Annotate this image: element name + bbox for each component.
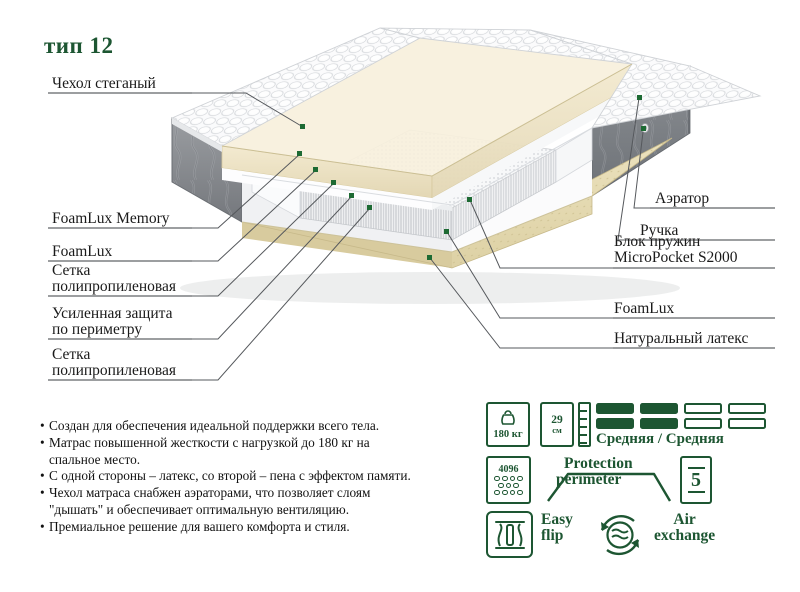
- label-mesh-bottom: Сетка полипропиленовая: [52, 346, 177, 380]
- bullet-dot-icon: •: [40, 468, 45, 484]
- firmness-bar: [640, 418, 678, 429]
- mattress-cutaway-illustration: [48, 27, 775, 381]
- feature-bullet-list: • Создан для обеспечения идеальной подде…: [40, 418, 460, 536]
- protection-perimeter-badge: Protection perimeter: [542, 455, 674, 504]
- list-item: • Чехол матраса снабжен аэраторами, что …: [40, 485, 371, 518]
- ruler-icon: [578, 402, 591, 447]
- label-foamlux-memory: FoamLux Memory: [52, 210, 170, 227]
- leader-lines-left: [192, 92, 371, 381]
- height-badge: 29 см: [540, 402, 574, 447]
- firmness-bar: [684, 403, 722, 414]
- page-title: тип 12: [44, 33, 114, 58]
- bullet-dot-icon: •: [40, 434, 45, 450]
- spec-icon-panel: 180 кг 29 см Средняя / Средняя 4096: [484, 398, 784, 573]
- firmness-bars: [596, 403, 768, 433]
- leader-lines-right: [429, 97, 650, 349]
- leader-dots-right: [427, 95, 646, 260]
- label-spring-block: Блок пружин MicroPocket S2000: [614, 233, 738, 267]
- list-item: • Матрас повышенной жесткости с нагрузко…: [40, 434, 370, 467]
- list-item: • Создан для обеспечения идеальной подде…: [40, 418, 380, 433]
- max-load-badge: 180 кг: [486, 402, 530, 447]
- easy-flip-badge: [486, 511, 533, 558]
- list-item: • С одной стороны – латекс, со второй – …: [40, 468, 411, 484]
- springs-icon: [494, 475, 523, 496]
- weight-icon: [501, 410, 515, 426]
- label-cover: Чехол стеганый: [52, 75, 156, 92]
- air-exchange-label: Air exchange: [654, 511, 716, 544]
- label-foamlux-left: FoamLux: [52, 243, 113, 260]
- bullet-dot-icon: •: [40, 518, 45, 534]
- label-foamlux-right: FoamLux: [614, 300, 675, 317]
- layer-line-icon: [687, 490, 705, 493]
- max-load-value: 180 кг: [493, 429, 523, 441]
- label-aerator: Аэратор: [655, 190, 710, 207]
- label-mesh-top: Сетка полипропиленовая: [52, 262, 177, 296]
- firmness-bar: [596, 403, 634, 414]
- perimeter-trapezoid-icon: [547, 472, 672, 502]
- firmness-bar: [684, 418, 722, 429]
- firmness-bar: [596, 418, 634, 429]
- bullet-dot-icon: •: [40, 418, 45, 433]
- spring-count-badge: 4096: [486, 456, 531, 504]
- label-reinforced-perimeter: Усиленная защита по периметру: [52, 305, 173, 339]
- height-unit: см: [552, 425, 562, 436]
- layers-value: 5: [691, 468, 701, 491]
- leader-dots-left: [297, 124, 372, 210]
- layer-quilted-cover: [170, 27, 762, 152]
- firmness-label: Средняя / Средняя: [596, 431, 724, 447]
- layers-badge: 5: [680, 456, 712, 504]
- firmness-bar: [728, 418, 766, 429]
- bullet-dot-icon: •: [40, 485, 45, 501]
- protection-line-1: Protection: [564, 455, 633, 472]
- height-value: 29: [551, 414, 563, 427]
- label-handle: Ручка: [640, 222, 679, 239]
- air-exchange-icon: [600, 515, 640, 556]
- label-natural-latex: Натуральный латекс: [614, 330, 749, 347]
- firmness-bar: [728, 403, 766, 414]
- spring-count-value: 4096: [498, 463, 519, 475]
- layer-foamlux-upper: [222, 86, 632, 210]
- label-underlines: [48, 92, 775, 381]
- list-item: • Премиальное решение для вашего комфорт…: [40, 518, 350, 534]
- protection-line-2: perimeter: [556, 471, 622, 488]
- layer-line-icon: [687, 467, 705, 470]
- firmness-bar: [640, 403, 678, 414]
- flip-icon: [494, 520, 525, 549]
- easy-flip-label: Easy flip: [541, 511, 573, 544]
